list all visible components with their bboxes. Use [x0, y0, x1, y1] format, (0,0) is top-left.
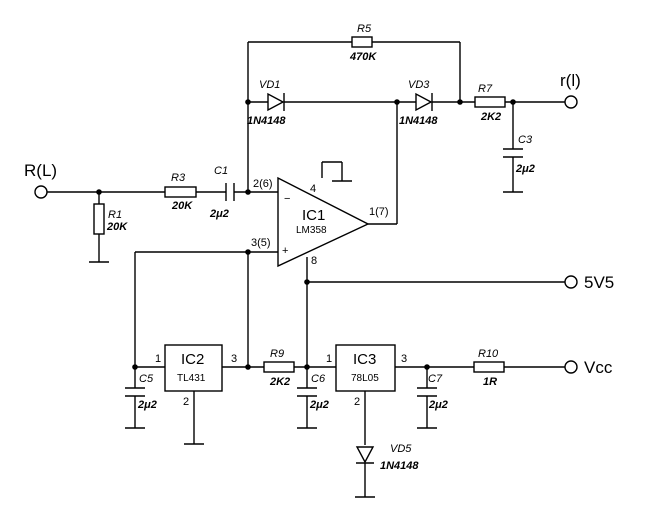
- capacitor-c6: [297, 387, 317, 397]
- vd1-value: 1N4148: [247, 115, 286, 127]
- c6-value: 2μ2: [309, 399, 329, 411]
- 5v5-terminal[interactable]: [564, 275, 578, 289]
- ic3-ref: IC3: [353, 351, 376, 368]
- vd3-value: 1N4148: [399, 115, 438, 127]
- capacitor-c5: [125, 387, 145, 397]
- vd1-ref: VD1: [259, 79, 280, 91]
- ground-symbols: [89, 180, 523, 498]
- ic1-pin-inv: 2(6): [253, 178, 273, 190]
- vd3-ref: VD3: [408, 79, 430, 91]
- opamp-triangle-icon: [277, 176, 370, 268]
- junction-dot: [457, 99, 463, 105]
- diodes: VD1 1N4148 VD3 1N4148 VD5 1N4148: [247, 79, 438, 472]
- diode-vd3-icon: [415, 92, 433, 112]
- capacitor-c3: [503, 148, 523, 158]
- junction-dot: [245, 99, 251, 105]
- junction-dot: [304, 279, 310, 285]
- junction-dot: [245, 189, 251, 195]
- ic2-pin1: 1: [155, 353, 161, 365]
- ic2-body: [164, 344, 223, 392]
- ic2-pin3: 3: [231, 353, 237, 365]
- ic1-plus-sign: +: [282, 245, 288, 257]
- output-terminal[interactable]: [564, 95, 578, 109]
- input-terminal-label: R(L): [24, 161, 57, 180]
- junction-dot: [96, 189, 102, 195]
- junction-dot: [245, 249, 251, 255]
- ic3-pin1: 1: [326, 353, 332, 365]
- resistor-r3: [164, 186, 197, 198]
- terminals: R(L) r(l) 5V5 Vcc: [24, 71, 614, 377]
- junction-dot: [132, 364, 138, 370]
- r5-value: 470K: [349, 51, 377, 63]
- c6-ref: C6: [311, 373, 326, 385]
- c5-ref: C5: [139, 373, 154, 385]
- ic2-part: TL431: [177, 373, 206, 384]
- ic2-tl431: IC2 TL431 1 2 3: [155, 344, 237, 408]
- vd5-value: 1N4148: [380, 460, 419, 472]
- resistor-r10: [473, 361, 505, 373]
- capacitor-c7: [417, 387, 437, 397]
- wires: [47, 41, 565, 497]
- r10-ref: R10: [478, 348, 499, 360]
- opamp-ic1: − + IC1 LM358 2(6) 3(5) 1(7) 4 8: [251, 176, 389, 268]
- junction-dot: [394, 99, 400, 105]
- r10-value: 1R: [483, 376, 497, 388]
- junction-dot: [245, 364, 251, 370]
- c1-value: 2μ2: [209, 208, 229, 220]
- junction-dot: [510, 99, 516, 105]
- r3-value: 20K: [171, 200, 193, 212]
- c1-ref: C1: [214, 165, 228, 177]
- resistor-r7: [474, 96, 506, 108]
- ic3-body: [335, 344, 396, 392]
- diode-vd1-icon: [267, 92, 285, 112]
- ic1-pin-vcc: 8: [311, 255, 317, 267]
- vd5-ref: VD5: [390, 443, 412, 455]
- 5v5-terminal-label: 5V5: [584, 273, 614, 292]
- ic1-pin-out: 1(7): [369, 206, 389, 218]
- junction-dots: [96, 99, 516, 370]
- r9-value: 2K2: [269, 376, 290, 388]
- r1-value: 20K: [106, 221, 128, 233]
- ic1-minus-sign: −: [284, 193, 290, 205]
- r3-ref: R3: [171, 172, 186, 184]
- ic1-pin-gnd: 4: [310, 183, 316, 195]
- ic3-pin2: 2: [354, 396, 360, 408]
- r7-ref: R7: [478, 83, 493, 95]
- r9-ref: R9: [270, 348, 284, 360]
- c5-value: 2μ2: [137, 399, 157, 411]
- ic1-part: LM358: [296, 225, 327, 236]
- ic2-ref: IC2: [181, 351, 204, 368]
- capacitor-c1: [225, 183, 235, 201]
- ic1-ref: IC1: [302, 207, 325, 224]
- ic3-pin3: 3: [401, 353, 407, 365]
- resistor-r9: [263, 361, 295, 373]
- output-terminal-label: r(l): [560, 71, 581, 90]
- vcc-terminal[interactable]: [564, 360, 578, 374]
- resistor-r1: [93, 203, 105, 235]
- c7-ref: C7: [428, 373, 443, 385]
- c3-value: 2μ2: [515, 163, 535, 175]
- c3-ref: C3: [518, 134, 533, 146]
- junction-dot: [304, 364, 310, 370]
- resistor-r5: [351, 36, 373, 48]
- capacitors: C1 2μ2 C3 2μ2 C5 2μ2 C6 2μ2 C7 2μ2: [125, 134, 535, 411]
- input-terminal[interactable]: [34, 185, 48, 199]
- ic2-pin2: 2: [183, 396, 189, 408]
- ic1-pin-noninv: 3(5): [251, 237, 271, 249]
- c7-value: 2μ2: [428, 399, 448, 411]
- ic3-part: 78L05: [351, 373, 379, 384]
- r5-ref: R5: [357, 23, 372, 35]
- diode-vd5-icon: [355, 446, 375, 464]
- ic3-78l05: IC3 78L05 1 2 3: [326, 344, 407, 408]
- junction-dot: [424, 364, 430, 370]
- vcc-terminal-label: Vcc: [584, 358, 613, 377]
- r1-ref: R1: [108, 209, 122, 221]
- resistors: R1 20K R3 20K R5 470K R7 2K2 R9 2K2 R10 …: [93, 23, 506, 388]
- r7-value: 2K2: [480, 111, 501, 123]
